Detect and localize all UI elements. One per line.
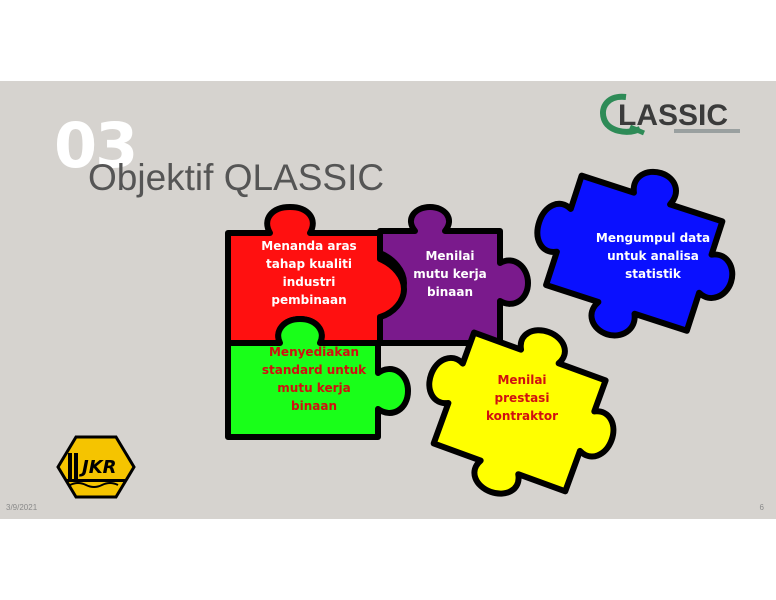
footer-date: 3/9/2021 (6, 503, 38, 512)
qlassic-logo-tagline (674, 129, 740, 133)
jkr-logo-text: JKR (79, 457, 117, 478)
slide: 03 Objektif QLASSIC LASSIC Menanda aras … (0, 81, 776, 519)
puzzle-piece-yellow (426, 327, 617, 497)
piece-label-green: Menyediakan standard untuk mutu kerja bi… (261, 345, 367, 413)
puzzle-graphic (225, 168, 736, 497)
piece-label-purple: Menilai mutu kerja binaan (413, 249, 487, 299)
slide-number: 03 (54, 109, 138, 182)
piece-label-yellow: Menilai prestasi kontraktor (485, 373, 559, 423)
piece-label-blue: Mengumpul data untuk analisa statistik (595, 231, 711, 281)
qlassic-logo: LASSIC (600, 93, 740, 136)
piece-label-red: Menanda aras tahap kualiti industri pemb… (261, 239, 357, 307)
footer-page-number: 6 (759, 503, 764, 512)
puzzle-piece-blue (534, 168, 736, 339)
slide-title: Objektif QLASSIC (88, 157, 385, 198)
qlassic-logo-text: LASSIC (618, 99, 728, 132)
jkr-logo: JKR (56, 435, 136, 499)
puzzle-piece-green (225, 316, 411, 440)
